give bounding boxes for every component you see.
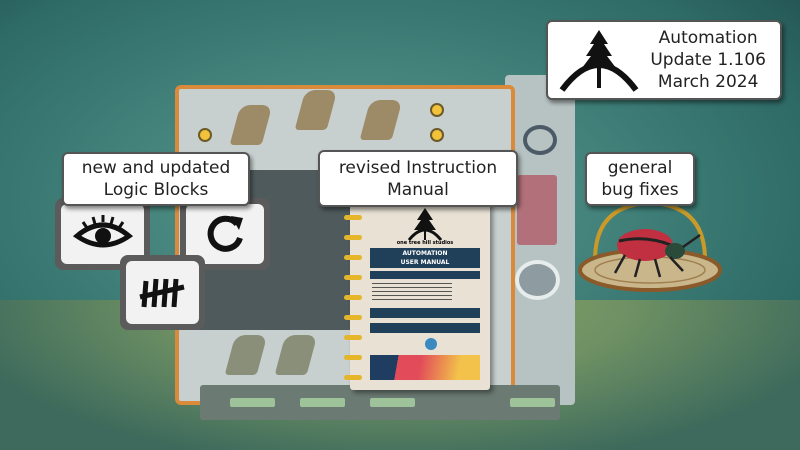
- logic-block-counter: [120, 255, 205, 330]
- base-slot: [300, 398, 345, 407]
- update-header-text: Automation Update 1.106 March 2024: [650, 27, 766, 93]
- instruction-manual: one tree hill studios AUTOMATION USER MA…: [350, 200, 490, 390]
- spiral-ring: [344, 295, 362, 300]
- base-slot: [230, 398, 275, 407]
- tally-icon: [138, 278, 185, 307]
- tree-logo-icon: [407, 208, 443, 241]
- cover-bar: [370, 271, 480, 279]
- manual-title: AUTOMATION USER MANUAL: [370, 248, 480, 268]
- callout-manual-line2: Manual: [387, 179, 449, 200]
- cover-text-lines: [372, 283, 452, 303]
- callout-bug-fixes: general bug fixes: [585, 152, 695, 206]
- callout-bug-fixes-line2: bug fixes: [601, 180, 679, 200]
- studio-name: one tree hill studios: [396, 240, 454, 246]
- knob: [430, 103, 444, 117]
- cover-banner: [370, 355, 480, 380]
- tree-arch-logo-icon: [559, 30, 639, 92]
- spiral-ring: [344, 255, 362, 260]
- cover-emblem: [425, 338, 437, 350]
- refresh-icon: [207, 215, 243, 252]
- callout-logic-blocks: new and updated Logic Blocks: [62, 152, 250, 206]
- callout-bug-fixes-line1: general: [607, 158, 673, 178]
- spiral-ring: [344, 375, 362, 380]
- manual-title-line2: USER MANUAL: [400, 259, 450, 266]
- callout-logic-blocks-line1: new and updated: [81, 158, 231, 178]
- knob: [430, 128, 444, 142]
- header-app-name: Automation: [658, 28, 758, 48]
- callout-logic-blocks-line2: Logic Blocks: [103, 180, 209, 200]
- spiral-ring: [344, 335, 362, 340]
- base-slot: [370, 398, 415, 407]
- machine-side-panel: [505, 75, 575, 405]
- spiral-ring: [344, 235, 362, 240]
- bug-on-trampoline-icon: [578, 200, 722, 292]
- base-slot: [510, 398, 555, 407]
- cover-bar: [370, 323, 480, 333]
- spiral-ring: [344, 215, 362, 220]
- cover-bar: [370, 308, 480, 318]
- header-version: Update 1.106: [650, 50, 766, 70]
- header-date: March 2024: [657, 72, 759, 92]
- update-header-box: Automation Update 1.106 March 2024: [546, 20, 782, 100]
- spiral-ring: [344, 315, 362, 320]
- manual-title-line1: AUTOMATION: [402, 250, 448, 257]
- callout-manual-line1: revised Instruction: [338, 157, 498, 178]
- spiral-ring: [344, 275, 362, 280]
- knob: [198, 128, 212, 142]
- spiral-ring: [344, 355, 362, 360]
- callout-manual: revised Instruction Manual: [318, 150, 518, 207]
- eye-icon: [72, 215, 133, 248]
